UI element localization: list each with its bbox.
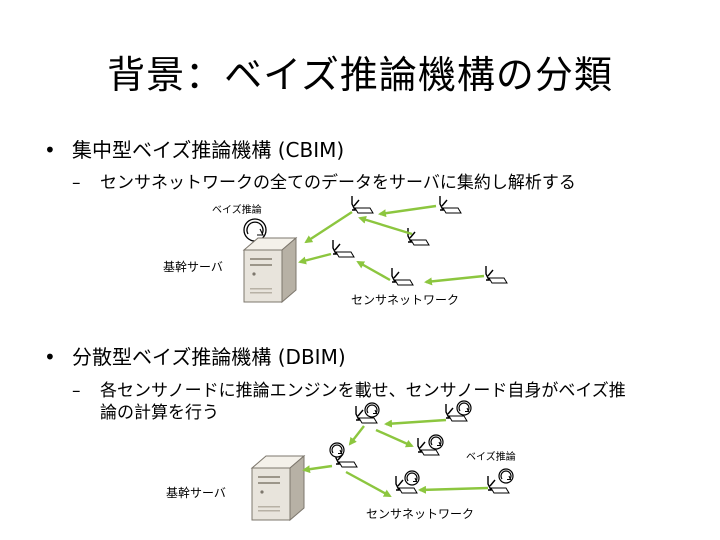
dbim-server-label: 基幹サーバ <box>166 486 226 500</box>
sensor-node-icon <box>407 227 430 246</box>
bullet-dot: • <box>44 138 56 162</box>
dbim-description-line1: 各センサノードに推論エンジンを載せ、センサノード自身がベイズ推 <box>100 381 626 401</box>
sensor-node-icon <box>485 265 508 284</box>
sensor-node-with-engine-icon <box>329 442 358 468</box>
cbim-diagram <box>243 195 508 303</box>
sensor-node-icon <box>332 239 355 258</box>
sensor-node-with-engine-icon <box>395 470 420 494</box>
cbim-inference-engine-icon <box>243 218 267 242</box>
cbim-inference-label: ベイズ推論 <box>212 205 262 216</box>
dbim-description-line2: 論の計算を行う <box>100 403 219 423</box>
slide-title: 背景：ベイズ推論機構の分類 <box>107 53 613 97</box>
cbim-heading: 集中型ベイズ推論機構 (CBIM) <box>72 138 345 162</box>
dbim-inference-label: ベイズ推論 <box>466 452 516 463</box>
cbim-data-flow-arrows <box>298 204 485 286</box>
dbim-data-flow-arrows <box>302 418 489 498</box>
dbim-network-label: センサネットワーク <box>366 507 475 521</box>
cbim-description: センサネットワークの全てのデータをサーバに集約し解析する <box>100 173 576 193</box>
sensor-node-with-engine-icon <box>487 468 514 494</box>
dbim-server-icon <box>251 455 305 521</box>
bullet-dbim: • 分散型ベイズ推論機構 (DBIM) <box>44 341 346 370</box>
dbim-subitem: –各センサノードに推論エンジンを載せ、センサノード自身がベイズ推 <box>72 376 626 401</box>
bullet-cbim: • 集中型ベイズ推論機構 (CBIM) <box>44 134 344 163</box>
cbim-subitem: –センサネットワークの全てのデータをサーバに集約し解析する <box>72 168 576 193</box>
sensor-node-with-engine-icon <box>417 434 444 456</box>
sensor-node-with-engine-icon <box>355 402 380 424</box>
cbim-network-label: センサネットワーク <box>351 293 460 307</box>
dash-marker: – <box>72 381 81 401</box>
sensor-node-icon <box>439 195 462 214</box>
cbim-server-icon <box>243 237 297 303</box>
sensor-node-icon <box>391 267 414 286</box>
cbim-server-label: 基幹サーバ <box>163 260 223 274</box>
bullet-dot: • <box>44 345 56 369</box>
dbim-heading: 分散型ベイズ推論機構 (DBIM) <box>72 345 346 369</box>
sensor-node-with-engine-icon <box>445 400 472 422</box>
dash-marker: – <box>72 173 81 193</box>
sensor-node-icon <box>351 195 374 214</box>
dbim-diagram <box>251 400 514 521</box>
